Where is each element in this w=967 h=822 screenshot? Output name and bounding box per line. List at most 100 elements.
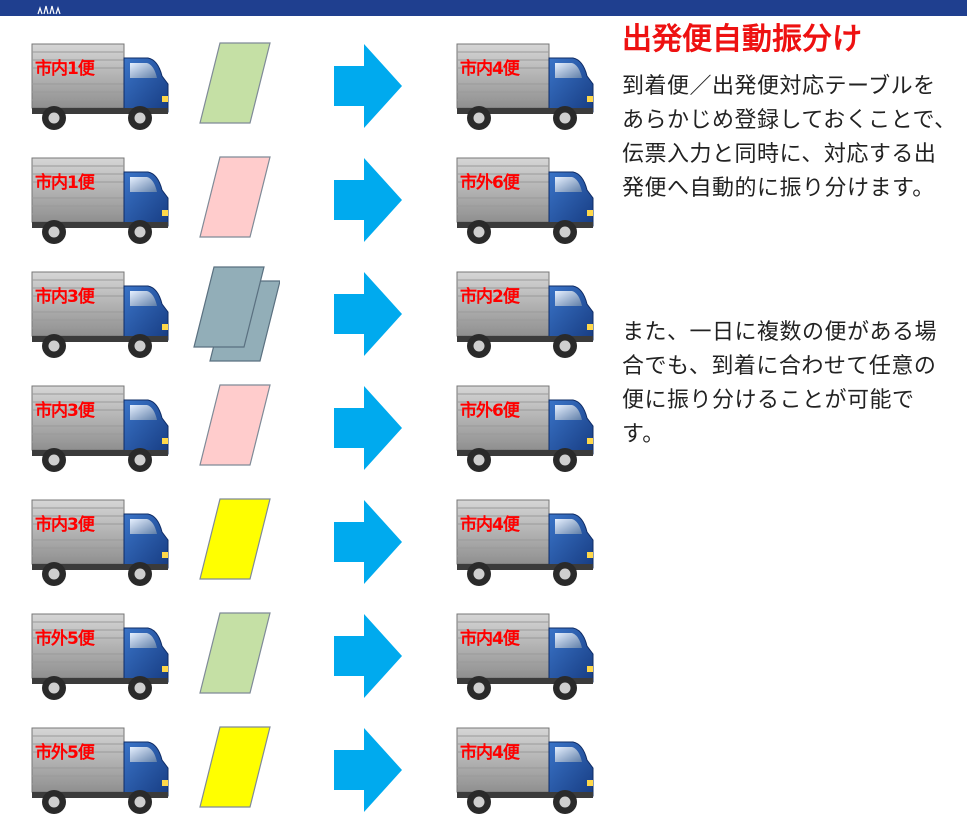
departure-route-label: 市外6便 (460, 401, 520, 421)
routing-row: 市内3便 市内2便 (0, 266, 620, 362)
yellow-slip-icon (180, 494, 280, 590)
description-paragraph-1: 到着便／出発便対応テーブルをあらかじめ登録しておくことで、伝票入力と同時に、対応… (622, 74, 957, 201)
arrival-route-label: 市外5便 (35, 743, 95, 763)
rear-wheel (42, 562, 66, 586)
departure-route-label: 市内4便 (460, 515, 520, 535)
arrival-route-label: 市内1便 (35, 173, 95, 193)
departure-truck-icon: 市内4便 (455, 608, 595, 704)
front-wheel (128, 676, 152, 700)
cargo-box (456, 43, 550, 109)
rear-wheel (467, 220, 491, 244)
arrival-truck-icon: 市外5便 (30, 722, 170, 818)
cab (123, 741, 169, 797)
rear-wheel (42, 448, 66, 472)
arrival-truck-icon: 市内3便 (30, 266, 170, 362)
departure-route-label: 市内4便 (460, 59, 520, 79)
front-wheel (553, 448, 577, 472)
arrival-truck-icon: 市内1便 (30, 152, 170, 248)
front-wheel (553, 220, 577, 244)
right-arrow-icon (330, 722, 405, 818)
departure-truck-icon: 市内2便 (455, 266, 595, 362)
cargo-box (456, 385, 550, 451)
front-wheel (553, 562, 577, 586)
routing-row: 市外5便 市内4便 (0, 608, 620, 704)
page-title: 出発便自動振分け (622, 22, 862, 57)
arrival-truck-icon: 市内3便 (30, 380, 170, 476)
yellow-slip-icon (180, 722, 280, 818)
rear-wheel (42, 334, 66, 358)
rear-wheel (467, 676, 491, 700)
cab (548, 513, 594, 569)
green-slip-icon (180, 38, 280, 134)
routing-row: 市内3便 市内4便 (0, 494, 620, 590)
cab (548, 171, 594, 227)
departure-truck-icon: 市外6便 (455, 380, 595, 476)
arrival-route-label: 市内1便 (35, 59, 95, 79)
right-arrow-icon (330, 494, 405, 590)
arrival-route-label: 市内3便 (35, 287, 95, 307)
front-wheel (553, 790, 577, 814)
right-arrow-icon (330, 608, 405, 704)
cargo-box (31, 385, 125, 451)
front-wheel (128, 790, 152, 814)
rear-wheel (42, 676, 66, 700)
cargo-box (31, 613, 125, 679)
cab (123, 513, 169, 569)
cab (548, 57, 594, 113)
cab (123, 399, 169, 455)
cab (548, 741, 594, 797)
cab (548, 627, 594, 683)
pink-slip-icon (180, 152, 280, 248)
cab (123, 171, 169, 227)
right-arrow-icon (330, 152, 405, 248)
routing-row: 市内1便 市内4便 (0, 38, 620, 134)
right-arrow-icon (330, 380, 405, 476)
rear-wheel (42, 106, 66, 130)
description-paragraph-2: また、一日に複数の便がある場合でも、到着に合わせて任意の便に振り分けることが可能… (622, 320, 938, 447)
cargo-box (31, 43, 125, 109)
header-bar (0, 0, 967, 16)
departure-route-label: 市内4便 (460, 743, 520, 763)
cargo-box (31, 157, 125, 223)
front-wheel (128, 448, 152, 472)
cargo-box (31, 271, 125, 337)
green-slip-icon (180, 608, 280, 704)
rear-wheel (467, 106, 491, 130)
front-wheel (128, 334, 152, 358)
departure-truck-icon: 市内4便 (455, 722, 595, 818)
rear-wheel (42, 790, 66, 814)
front-wheel (553, 676, 577, 700)
cab (123, 627, 169, 683)
pink-slip-icon (180, 380, 280, 476)
departure-truck-icon: 市内4便 (455, 38, 595, 134)
cargo-box (31, 727, 125, 793)
cab (123, 57, 169, 113)
front-wheel (553, 334, 577, 358)
right-arrow-icon (330, 38, 405, 134)
front-wheel (553, 106, 577, 130)
right-arrow-icon (330, 266, 405, 362)
arrival-route-label: 市内3便 (35, 401, 95, 421)
routing-row: 市内3便 市外6便 (0, 380, 620, 476)
cargo-box (456, 271, 550, 337)
routing-row: 市内1便 市外6便 (0, 152, 620, 248)
arrival-route-label: 市内3便 (35, 515, 95, 535)
arrival-truck-icon: 市内3便 (30, 494, 170, 590)
arrival-route-label: 市外5便 (35, 629, 95, 649)
cargo-box (456, 613, 550, 679)
arrival-truck-icon: 市内1便 (30, 38, 170, 134)
departure-route-label: 市外6便 (460, 173, 520, 193)
routing-row: 市外5便 市内4便 (0, 722, 620, 818)
rear-wheel (467, 562, 491, 586)
star-decoration-icon (37, 5, 61, 15)
cab (548, 399, 594, 455)
cargo-box (31, 499, 125, 565)
cab (548, 285, 594, 341)
departure-truck-icon: 市内4便 (455, 494, 595, 590)
departure-route-label: 市内4便 (460, 629, 520, 649)
stacked-gray-slips-icon (180, 266, 281, 362)
cargo-box (456, 157, 550, 223)
front-wheel (128, 220, 152, 244)
rear-wheel (467, 790, 491, 814)
departure-truck-icon: 市外6便 (455, 152, 595, 248)
